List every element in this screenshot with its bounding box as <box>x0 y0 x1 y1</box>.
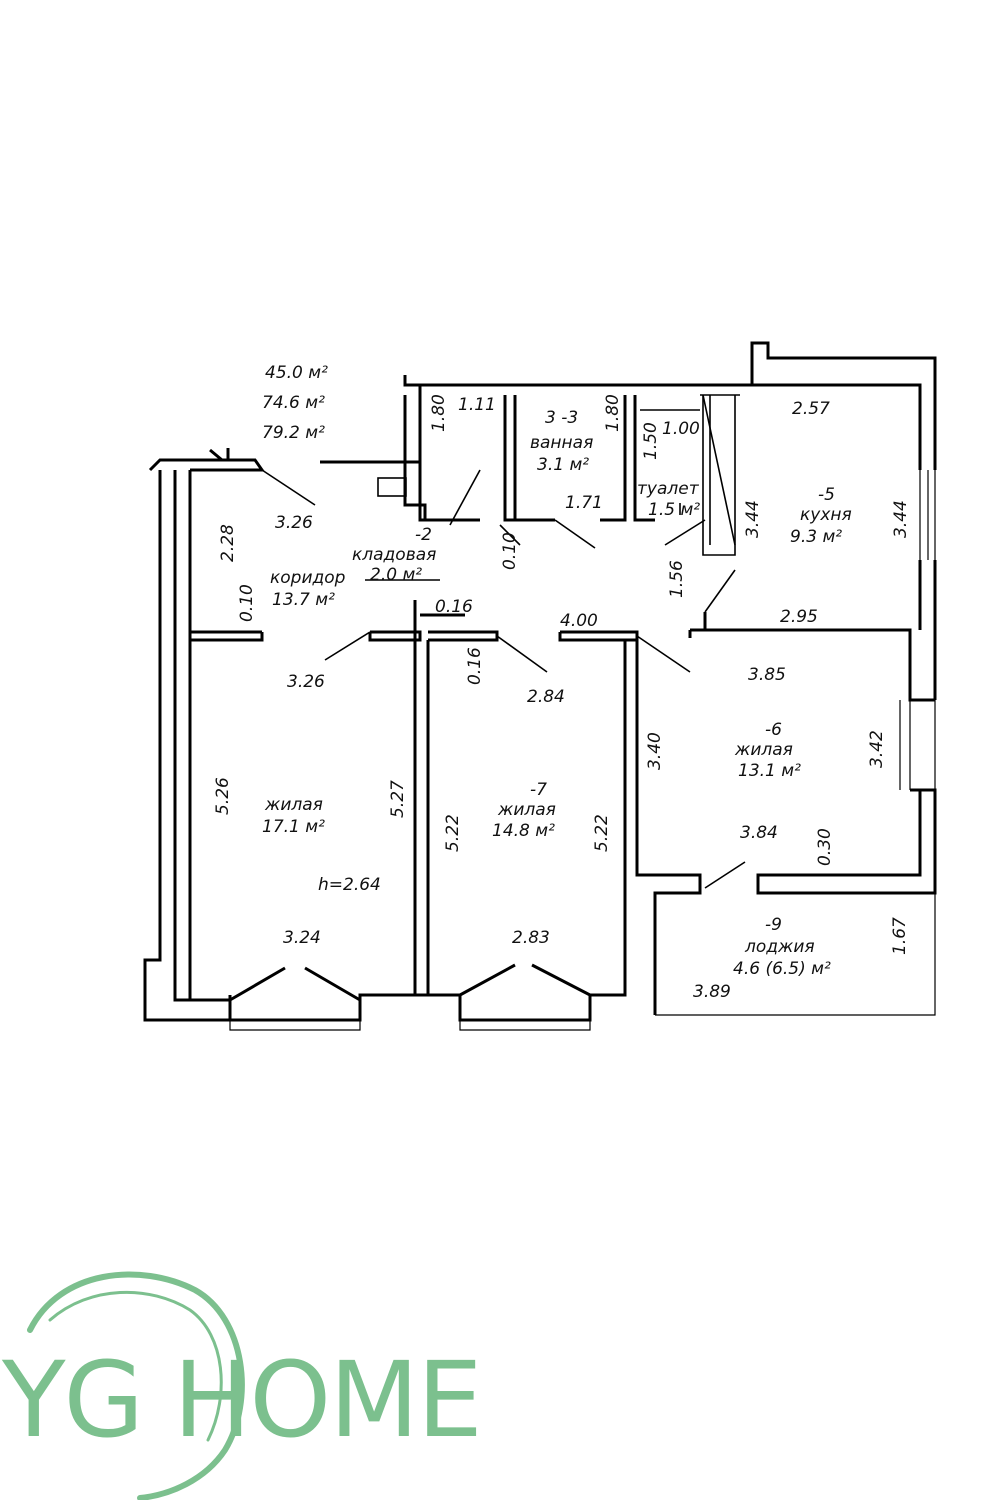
living17-name: жилая <box>264 795 323 815</box>
door-swings <box>229 394 746 1002</box>
living13-area: 13.1 м² <box>738 761 801 781</box>
toilet-name: туалет <box>637 479 700 499</box>
dim-3-89: 3.89 <box>693 982 731 1002</box>
toilet-area: 1.5 м² <box>648 500 700 520</box>
loggia-area: 4.6 (6.5) м² <box>733 959 831 979</box>
corridor-name: коридор <box>270 568 346 588</box>
logo-text: YG HOME <box>1 1339 481 1461</box>
total-area-1: 45.0 м² <box>265 363 328 383</box>
dim-2-28: 2.28 <box>218 524 238 562</box>
dim-0-10-bath: 0.10 <box>500 532 520 570</box>
dim-3-26-bottom: 3.26 <box>287 672 325 692</box>
dim-0-30: 0.30 <box>815 828 835 866</box>
total-area-2: 74.6 м² <box>262 393 325 413</box>
dim-3-40: 3.40 <box>645 732 665 770</box>
dim-1-50: 1.50 <box>641 422 661 460</box>
storage-name: кладовая <box>352 545 436 565</box>
dim-3-84: 3.84 <box>740 823 778 843</box>
dim-0-16-vertical: 0.16 <box>465 647 485 685</box>
dim-5-22-left: 5.22 <box>443 814 463 852</box>
dim-1-11: 1.11 <box>458 395 496 415</box>
dim-5-26: 5.26 <box>213 777 233 815</box>
dim-5-27: 5.27 <box>388 780 408 818</box>
dim-3-85: 3.85 <box>748 665 786 685</box>
dim-2-83: 2.83 <box>512 928 550 948</box>
dim-2-57: 2.57 <box>792 399 830 419</box>
logo-swoosh-icon <box>27 1271 245 1500</box>
living14-name: жилая <box>497 800 556 820</box>
dim-0-16-top: 0.16 <box>435 597 473 617</box>
kitchen-area: 9.3 м² <box>790 527 842 547</box>
dim-2-84: 2.84 <box>527 687 565 707</box>
bath-number: 3 -3 <box>545 408 578 428</box>
living13-name: жилая <box>734 740 793 760</box>
loggia-number: -9 <box>765 915 782 935</box>
dim-2-95: 2.95 <box>780 607 818 627</box>
dim-1-56: 1.56 <box>667 560 687 598</box>
storage-number: -2 <box>415 525 432 545</box>
total-area-3: 79.2 м² <box>262 423 325 443</box>
dim-4-00: 4.00 <box>560 611 598 631</box>
dim-1-67: 1.67 <box>890 917 910 955</box>
dim-3-44-kitchen-left: 3.44 <box>743 500 763 538</box>
kitchen-number: -5 <box>818 485 835 505</box>
ceiling-height: h=2.64 <box>318 875 381 895</box>
yg-home-logo: YG HOME <box>1 1271 483 1500</box>
dim-3-26-top: 3.26 <box>275 513 313 533</box>
dim-1-80-bath: 1.80 <box>603 394 623 432</box>
bath-name: ванная <box>530 433 593 453</box>
storage-area: 2.0 м² <box>370 565 422 585</box>
bath-area: 3.1 м² <box>537 455 589 475</box>
dim-1-00: 1.00 <box>662 419 700 439</box>
walls <box>143 341 937 1031</box>
living14-number: -7 <box>530 780 547 800</box>
living17-area: 17.1 м² <box>262 817 325 837</box>
dim-5-22-right: 5.22 <box>592 814 612 852</box>
dim-1-80-storage: 1.80 <box>429 394 449 432</box>
dim-3-44-kitchen-right: 3.44 <box>891 500 911 538</box>
dim-3-42: 3.42 <box>867 730 887 768</box>
kitchen-name: кухня <box>800 505 852 525</box>
dim-3-24: 3.24 <box>283 928 321 948</box>
living13-number: -6 <box>765 720 782 740</box>
corridor-area: 13.7 м² <box>272 590 335 610</box>
living14-area: 14.8 м² <box>492 821 555 841</box>
loggia-name: лоджия <box>744 937 815 957</box>
dim-0-10-corridor: 0.10 <box>237 584 257 622</box>
logo-swoosh-inner-icon <box>48 1290 223 1442</box>
dim-1-71: 1.71 <box>565 493 603 513</box>
